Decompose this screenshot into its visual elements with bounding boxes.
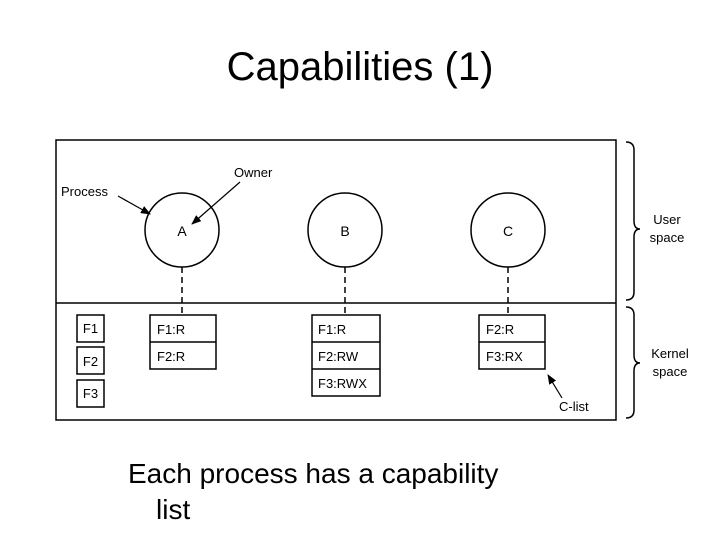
user-space-brace <box>625 141 641 301</box>
file-box-f3 <box>76 379 105 408</box>
caption-line-1: Each process has a capability <box>128 458 499 489</box>
clist-c-entry: F2:R <box>486 322 514 337</box>
file-box-f2 <box>76 346 105 375</box>
file-label-f2: F2 <box>83 354 98 369</box>
kernel-space-label: space <box>653 364 688 379</box>
user-space-label: User <box>653 212 681 227</box>
clist-c-entry: F3:RX <box>486 349 523 364</box>
process-annotation: Process <box>61 184 108 199</box>
clist-b-entry: F2:RW <box>318 349 359 364</box>
owner-arrow <box>191 181 241 225</box>
caption-line-2: list <box>156 494 191 525</box>
clist-b-entry: F1:R <box>318 322 346 337</box>
owner-annotation: Owner <box>234 165 273 180</box>
kernel-space-label: Kernel <box>651 346 689 361</box>
process-arrow <box>117 195 151 215</box>
process-label-b: B <box>340 223 349 239</box>
file-label-f3: F3 <box>83 386 98 401</box>
user-space-label: space <box>650 230 685 245</box>
process-label-c: C <box>503 223 513 239</box>
clist-b-entry: F3:RWX <box>318 376 367 391</box>
system-box <box>55 139 617 421</box>
clist-annotation: C-list <box>559 399 589 414</box>
slide-caption: Each process has a capability list <box>128 456 648 528</box>
clist-b <box>311 314 381 397</box>
process-label-a: A <box>177 223 187 239</box>
clist-arrow <box>547 374 563 399</box>
clist-a-entry: F1:R <box>157 322 185 337</box>
file-label-f1: F1 <box>83 321 98 336</box>
file-box-f1 <box>76 314 105 343</box>
clist-a-entry: F2:R <box>157 349 185 364</box>
kernel-space-brace <box>625 306 641 419</box>
slide-title: Capabilities (1) <box>226 45 494 89</box>
